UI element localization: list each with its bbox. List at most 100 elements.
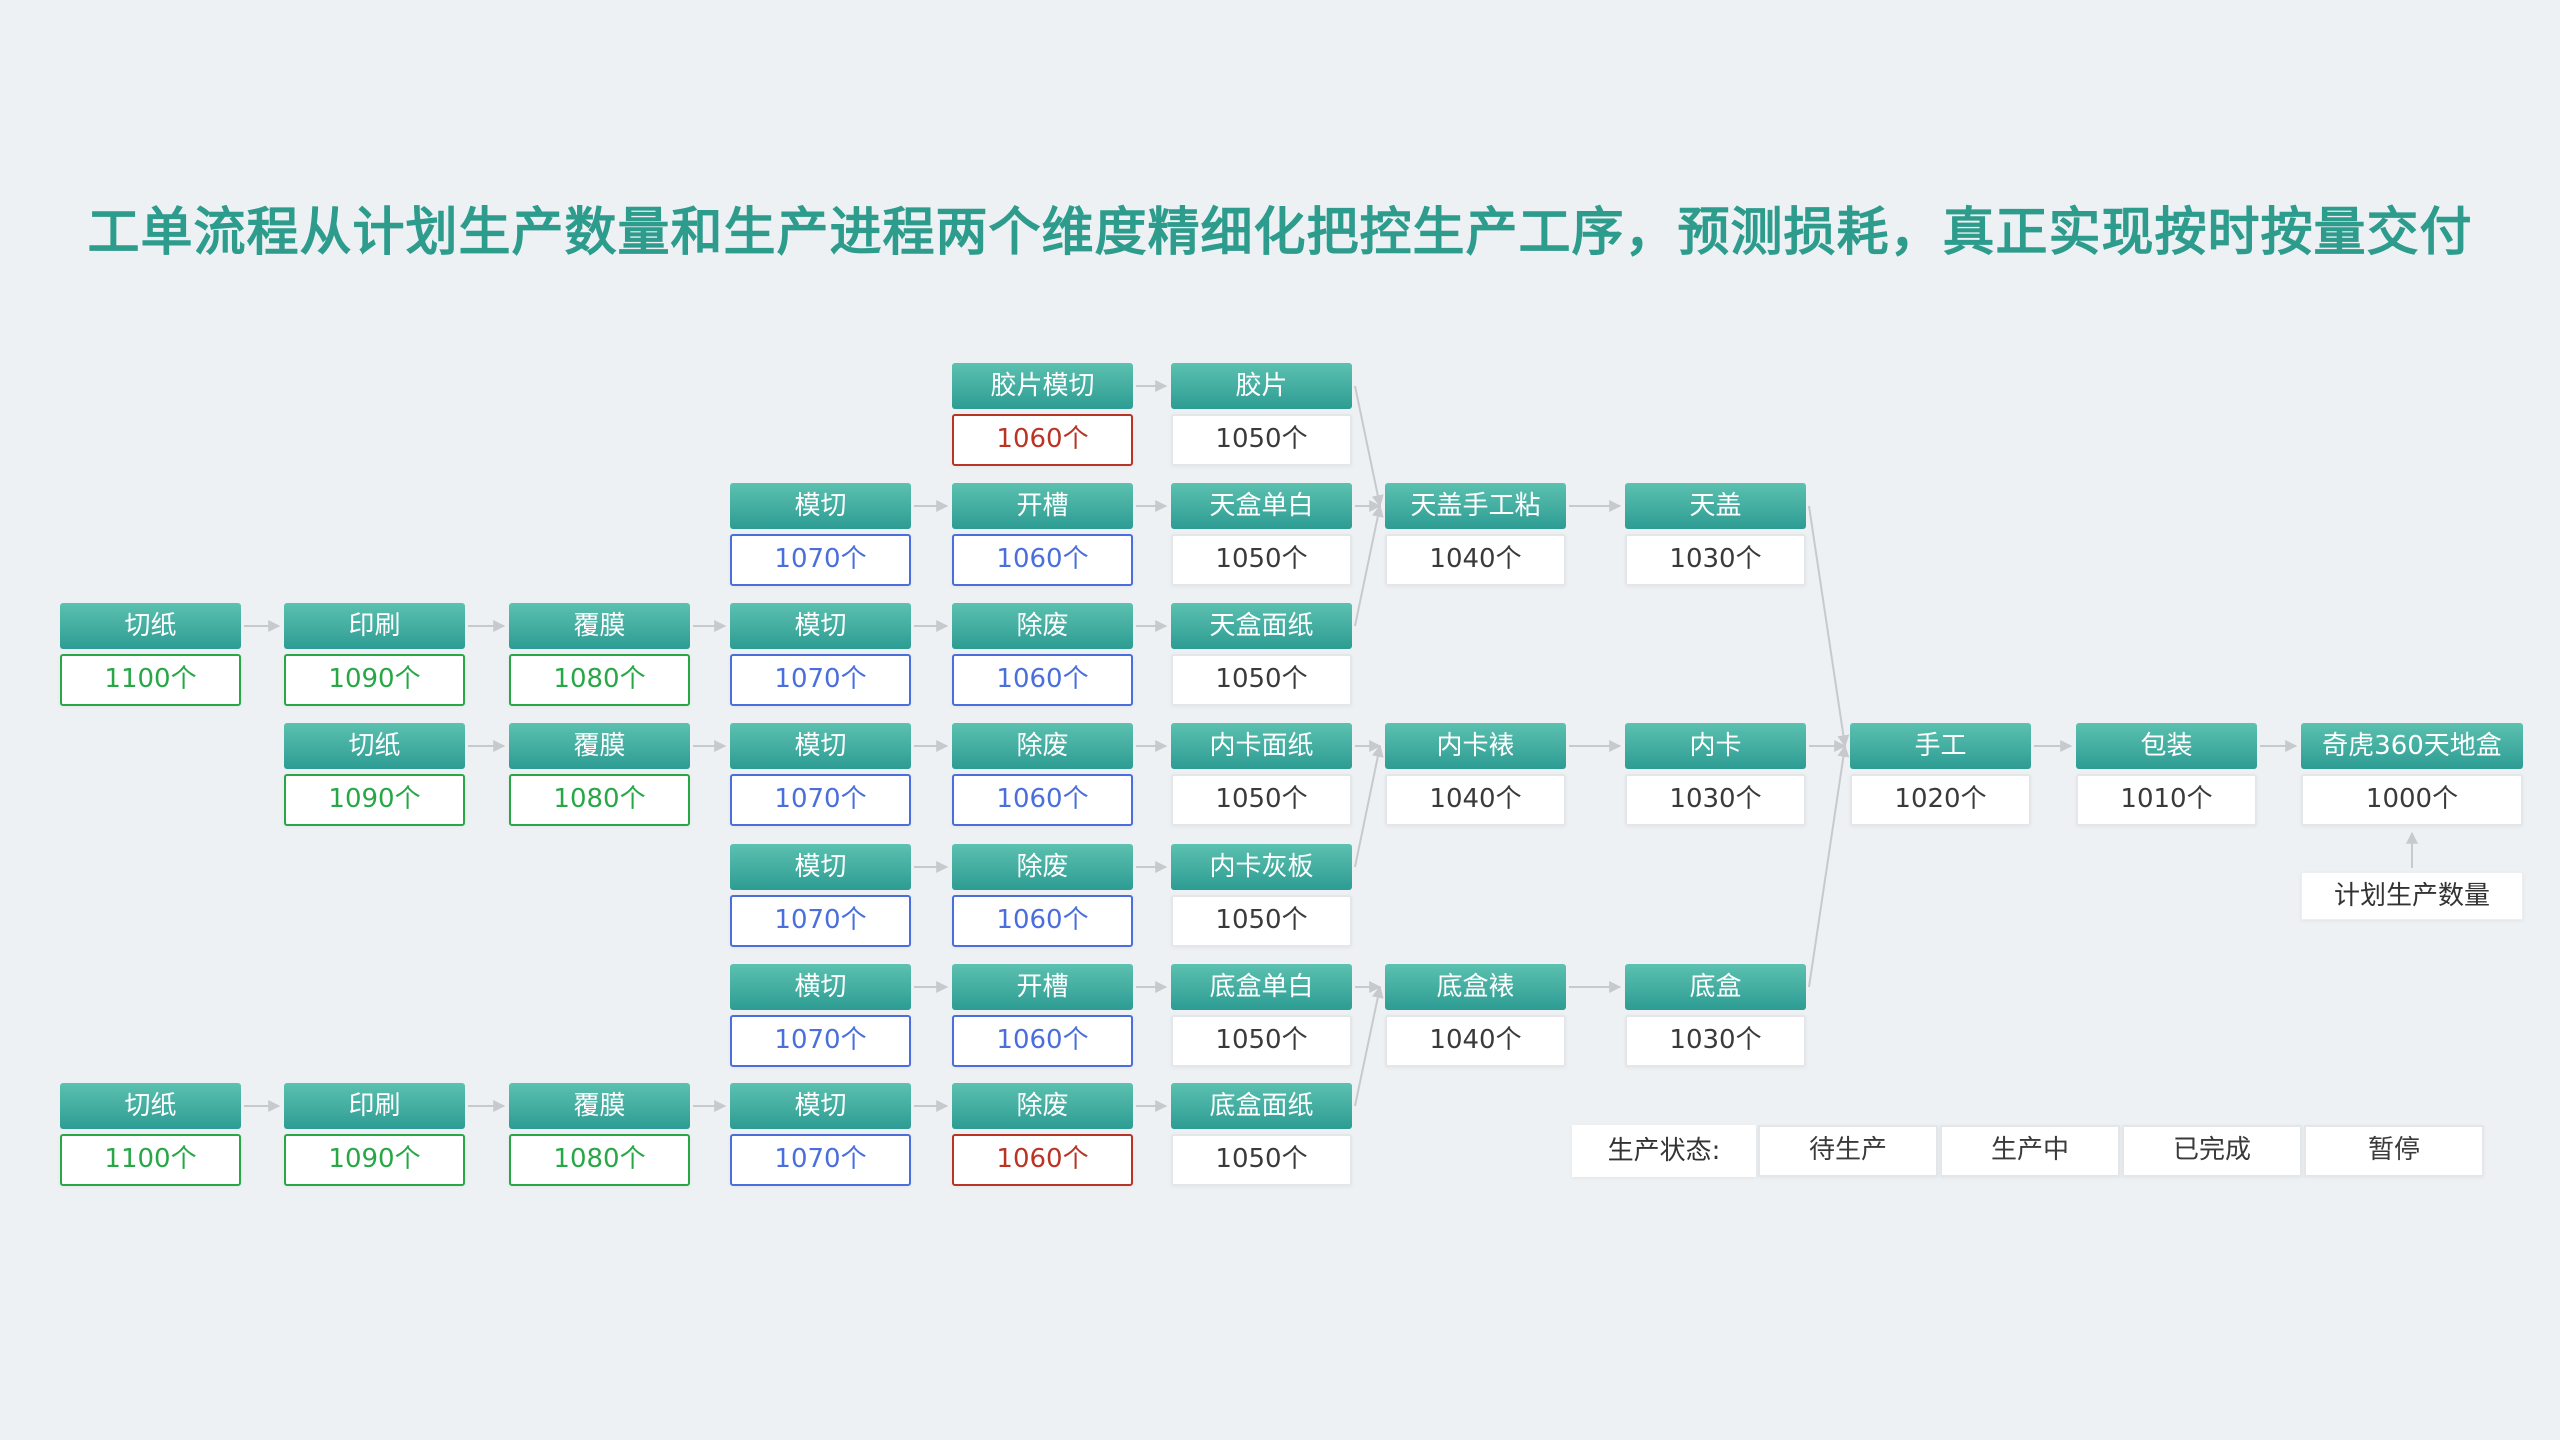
process-node-qh: 奇虎360天地盒 1000个: [2301, 723, 2523, 826]
process-quantity: 1050个: [1171, 534, 1352, 586]
process-quantity: 1030个: [1625, 534, 1806, 586]
process-quantity: 1090个: [284, 654, 465, 706]
process-node-jp: 胶片 1050个: [1171, 363, 1352, 466]
status-legend: 生产状态: 待生产生产中已完成暂停: [1572, 1125, 2484, 1177]
process-quantity: 1090个: [284, 1134, 465, 1186]
process-name-header: 内卡裱: [1385, 723, 1566, 769]
process-node-mq_c: 模切 1070个: [730, 723, 911, 826]
process-quantity: 1040个: [1385, 534, 1566, 586]
process-quantity: 1060个: [952, 895, 1133, 947]
process-node-mq_b: 模切 1070个: [730, 603, 911, 706]
process-name-header: 胶片模切: [952, 363, 1133, 409]
process-node-nkb: 内卡裱 1040个: [1385, 723, 1566, 826]
process-name-header: 模切: [730, 483, 911, 529]
process-quantity: 1050个: [1171, 1134, 1352, 1186]
process-node-nkmz: 内卡面纸 1050个: [1171, 723, 1352, 826]
process-name-header: 包装: [2076, 723, 2257, 769]
process-node-nkhb: 内卡灰板 1050个: [1171, 844, 1352, 947]
process-quantity: 1080个: [509, 774, 690, 826]
process-name-header: 手工: [1850, 723, 2031, 769]
process-quantity: 1000个: [2301, 774, 2523, 826]
process-node-fm_b: 覆膜 1080个: [509, 723, 690, 826]
process-name-header: 模切: [730, 723, 911, 769]
flow-arrow: [1354, 504, 1384, 627]
process-name-header: 模切: [730, 1083, 911, 1129]
process-quantity: 1060个: [952, 414, 1133, 466]
process-node-cf_d: 除废 1060个: [952, 1083, 1133, 1186]
process-name-header: 底盒裱: [1385, 964, 1566, 1010]
process-name-header: 模切: [730, 844, 911, 890]
process-quantity: 1050个: [1171, 654, 1352, 706]
process-node-tgsgz: 天盖手工粘 1040个: [1385, 483, 1566, 586]
process-name-header: 覆膜: [509, 1083, 690, 1129]
process-node-fm_c: 覆膜 1080个: [509, 1083, 690, 1186]
process-name-header: 覆膜: [509, 603, 690, 649]
legend-items: 待生产生产中已完成暂停: [1758, 1125, 2484, 1177]
process-quantity: 1010个: [2076, 774, 2257, 826]
process-quantity: 1080个: [509, 1134, 690, 1186]
process-node-kc_a: 开槽 1060个: [952, 483, 1133, 586]
process-quantity: 1070个: [730, 895, 911, 947]
process-quantity: 1050个: [1171, 414, 1352, 466]
legend-item-in_production: 生产中: [1940, 1125, 2120, 1177]
flow-arrow: [1808, 744, 1850, 988]
process-node-cf_b: 除废 1060个: [952, 723, 1133, 826]
process-name-header: 内卡: [1625, 723, 1806, 769]
process-node-cf_a: 除废 1060个: [952, 603, 1133, 706]
process-name-header: 奇虎360天地盒: [2301, 723, 2523, 769]
process-name-header: 切纸: [60, 1083, 241, 1129]
process-quantity: 1070个: [730, 774, 911, 826]
process-quantity: 1050个: [1171, 895, 1352, 947]
process-name-header: 天盖: [1625, 483, 1806, 529]
process-quantity: 1040个: [1385, 1015, 1566, 1067]
process-quantity: 1060个: [952, 534, 1133, 586]
process-name-header: 天盖手工粘: [1385, 483, 1566, 529]
process-name-header: 横切: [730, 964, 911, 1010]
process-quantity: 1060个: [952, 1134, 1133, 1186]
process-node-qz_a: 切纸 1100个: [60, 603, 241, 706]
process-node-ddb: 底盒单白 1050个: [1171, 964, 1352, 1067]
process-node-thdb: 天盒单白 1050个: [1171, 483, 1352, 586]
process-node-tg: 天盖 1030个: [1625, 483, 1806, 586]
process-node-cf_c: 除废 1060个: [952, 844, 1133, 947]
process-name-header: 内卡灰板: [1171, 844, 1352, 890]
plan-quantity-label: 计划生产数量: [2301, 872, 2523, 920]
process-quantity: 1040个: [1385, 774, 1566, 826]
process-quantity: 1070个: [730, 1134, 911, 1186]
process-quantity: 1070个: [730, 654, 911, 706]
process-name-header: 天盒单白: [1171, 483, 1352, 529]
process-node-dhb: 底盒裱 1040个: [1385, 964, 1566, 1067]
process-name-header: 天盒面纸: [1171, 603, 1352, 649]
process-quantity: 1070个: [730, 1015, 911, 1067]
process-name-header: 覆膜: [509, 723, 690, 769]
flow-arrow: [1354, 385, 1384, 508]
process-name-header: 模切: [730, 603, 911, 649]
process-name-header: 切纸: [60, 603, 241, 649]
process-name-header: 切纸: [284, 723, 465, 769]
process-node-mq_d: 模切 1070个: [730, 844, 911, 947]
process-name-header: 开槽: [952, 964, 1133, 1010]
flow-arrow: [1808, 505, 1850, 748]
page-title: 工单流程从计划生产数量和生产进程两个维度精细化把控生产工序，预测损耗，真正实现按…: [87, 203, 2473, 263]
process-name-header: 底盒: [1625, 964, 1806, 1010]
process-node-qz_c: 切纸 1100个: [60, 1083, 241, 1186]
legend-item-completed: 已完成: [2122, 1125, 2302, 1177]
process-name-header: 底盒面纸: [1171, 1083, 1352, 1129]
process-node-sg: 手工 1020个: [1850, 723, 2031, 826]
process-node-jp_mq: 胶片模切 1060个: [952, 363, 1133, 466]
process-node-bz: 包装 1010个: [2076, 723, 2257, 826]
process-quantity: 1100个: [60, 1134, 241, 1186]
process-quantity: 1080个: [509, 654, 690, 706]
process-node-dh: 底盒 1030个: [1625, 964, 1806, 1067]
process-name-header: 内卡面纸: [1171, 723, 1352, 769]
process-node-fm_a: 覆膜 1080个: [509, 603, 690, 706]
process-name-header: 开槽: [952, 483, 1133, 529]
process-quantity: 1030个: [1625, 1015, 1806, 1067]
process-node-mq_a: 模切 1070个: [730, 483, 911, 586]
legend-item-paused: 暂停: [2304, 1125, 2484, 1177]
process-quantity: 1050个: [1171, 774, 1352, 826]
process-node-mq_e: 模切 1070个: [730, 1083, 911, 1186]
process-quantity: 1020个: [1850, 774, 2031, 826]
